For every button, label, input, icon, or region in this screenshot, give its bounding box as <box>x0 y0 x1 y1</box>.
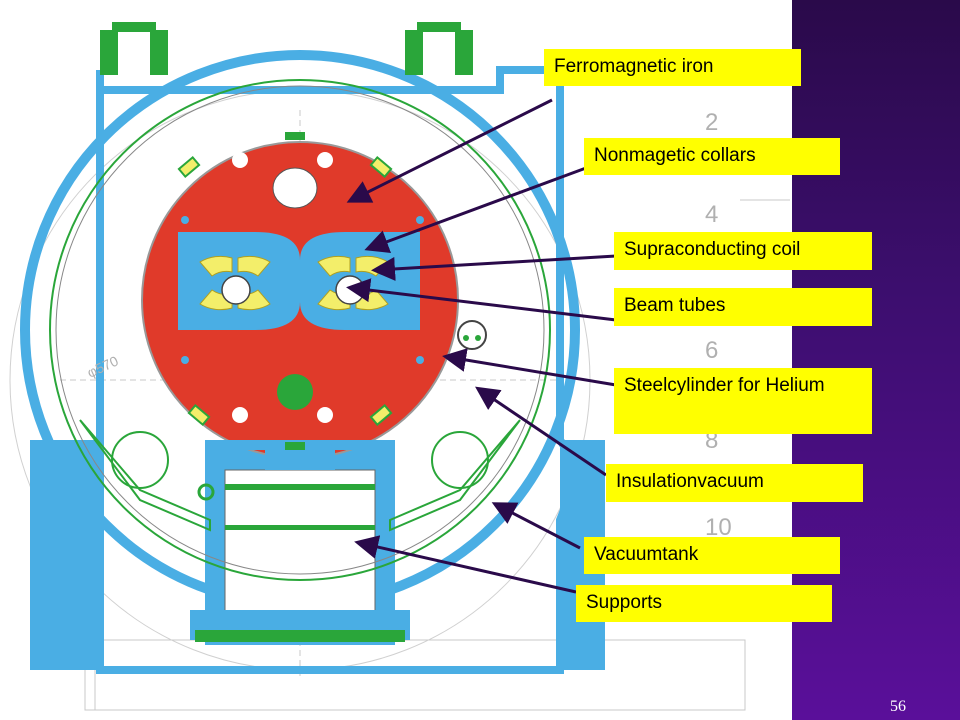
yoke-holes <box>177 132 424 450</box>
arrow-icon <box>475 386 607 477</box>
label-ferromagnetic-iron: Ferromagnetic iron <box>544 49 801 86</box>
mark-4: 4 <box>705 201 718 228</box>
arrow-icon <box>491 502 581 550</box>
arrow-icon <box>442 348 617 387</box>
mark-2: 2 <box>705 109 718 136</box>
callout-arrows <box>346 98 617 594</box>
arrow-icon <box>346 278 617 322</box>
lhc-dipole-cross-section: 2 4 6 8 10 φ570 <box>9 22 790 711</box>
arrow-icon <box>364 166 587 254</box>
arrow-icon <box>346 98 553 203</box>
top-supports <box>100 22 473 642</box>
label-nonmagnetic-collars: Nonmagetic collars <box>584 138 840 175</box>
mark-10: 10 <box>705 514 732 541</box>
label-steelcylinder: Steelcylinder for Helium <box>614 368 872 434</box>
label-supraconducting-coil: Supraconducting coil <box>614 232 872 270</box>
label-insulationvacuum: Insulationvacuum <box>606 464 863 502</box>
label-vacuumtank: Vacuumtank <box>584 537 840 574</box>
thermal-shield <box>49 79 551 581</box>
helium-pipe <box>457 320 487 350</box>
label-beam-tubes: Beam tubes <box>614 288 872 326</box>
arrow-icon <box>354 535 577 594</box>
arrow-icon <box>371 254 617 281</box>
mark-6: 6 <box>705 337 718 364</box>
label-supports: Supports <box>576 585 832 622</box>
page-number: 56 <box>890 698 906 715</box>
